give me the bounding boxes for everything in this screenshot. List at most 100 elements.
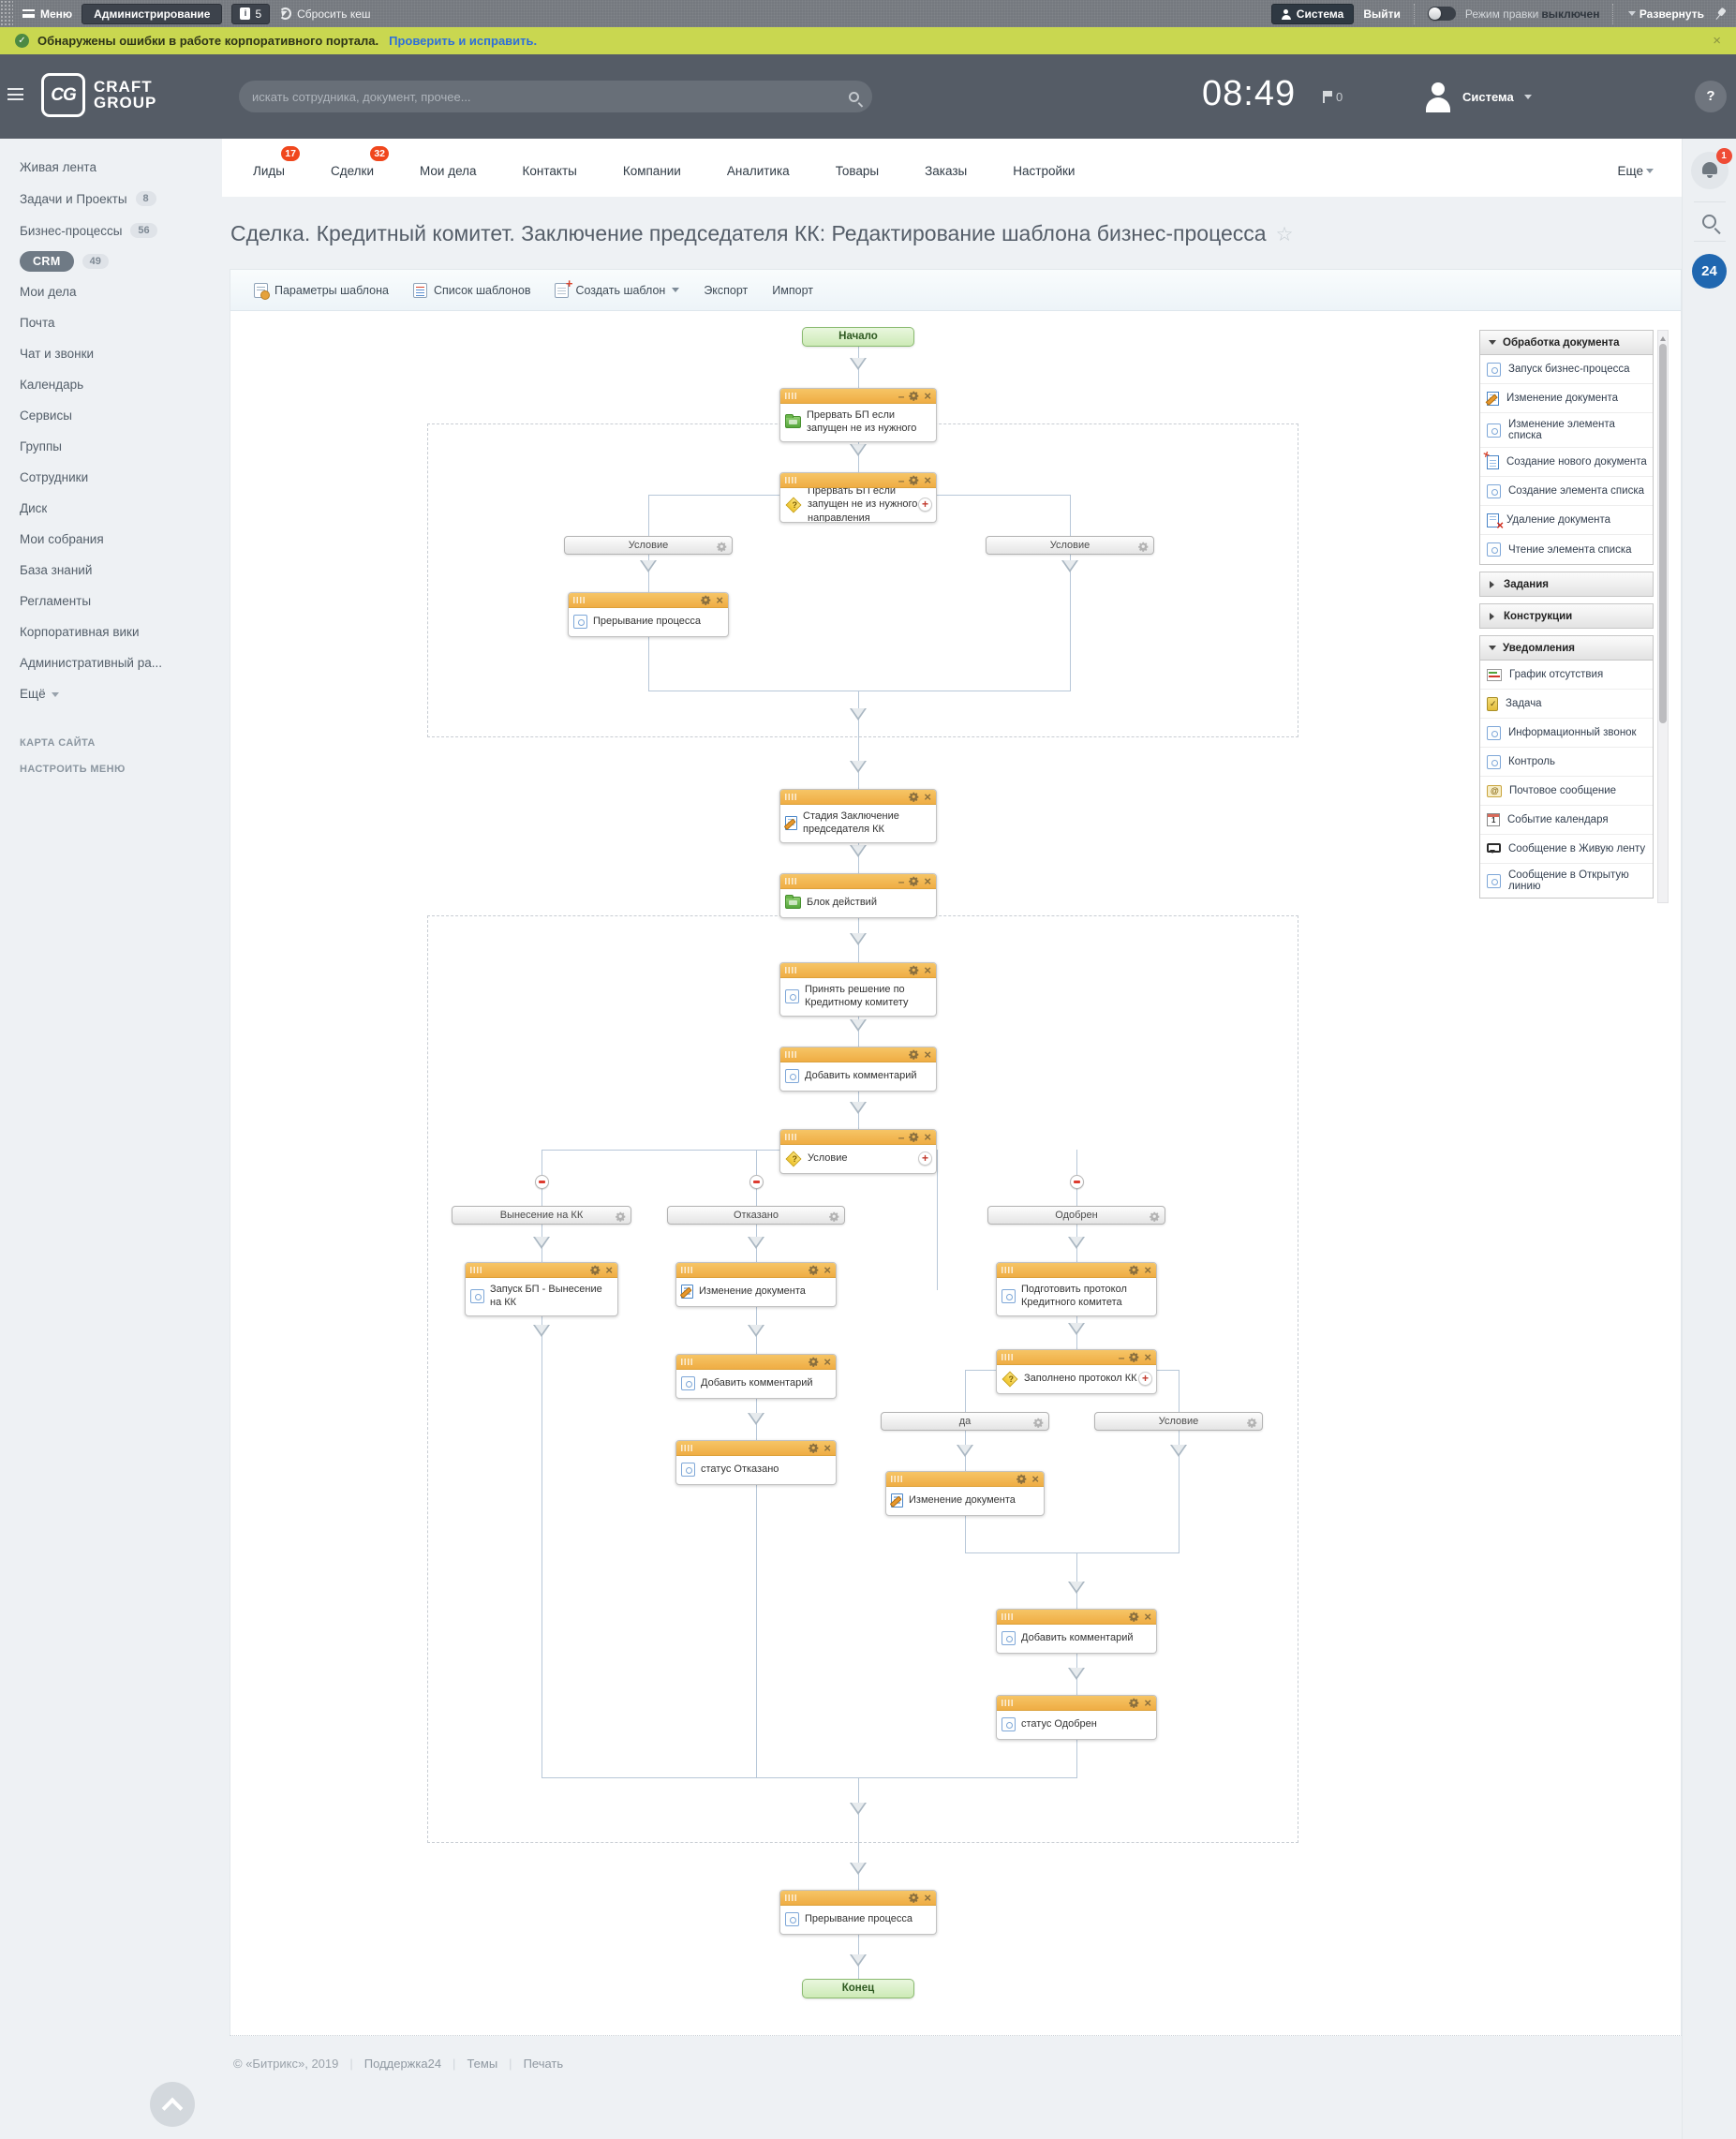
sidebar-item[interactable]: Корпоративная вики [20, 625, 140, 639]
close-icon[interactable]: × [924, 789, 931, 804]
drag-handle-icon[interactable] [785, 393, 798, 399]
drag-handle-icon[interactable] [681, 1445, 694, 1451]
flow-node-interrupt-if-wrong[interactable]: –×Прервать БП если запущен не из нужного [779, 388, 937, 442]
gear-icon[interactable] [616, 1210, 626, 1226]
flow-node-make-decision[interactable]: ×Принять решение по Кредитному комитету [779, 962, 937, 1017]
close-icon[interactable]: × [924, 873, 931, 888]
print-link[interactable]: Печать [523, 2057, 564, 2071]
close-icon[interactable]: × [924, 472, 931, 487]
toolbar-button[interactable]: Экспорт [704, 283, 749, 297]
scrollbar-thumb[interactable] [1659, 344, 1667, 723]
gear-icon[interactable] [1150, 1210, 1160, 1226]
drag-handle-icon[interactable] [785, 477, 798, 483]
pin-icon[interactable] [1711, 5, 1729, 23]
drag-handle-icon[interactable] [681, 1359, 694, 1365]
search-input[interactable] [252, 89, 849, 104]
drag-handle-icon[interactable] [891, 1476, 904, 1482]
close-icon[interactable]: × [924, 1890, 931, 1905]
flow-node-condition-main[interactable]: –×Условие+ [779, 1129, 937, 1174]
drag-handle-icon[interactable] [785, 878, 798, 884]
palette-scrollbar[interactable] [1657, 330, 1669, 903]
minimize-icon[interactable]: – [898, 1130, 905, 1144]
toolbar-button[interactable]: Список шаблонов [401, 277, 543, 304]
gear-icon[interactable] [909, 1132, 919, 1142]
tab[interactable]: Контакты [522, 163, 577, 178]
palette-item[interactable]: Создание элемента списка [1480, 477, 1653, 506]
tab[interactable]: Еще [1618, 158, 1654, 178]
flow-branch-condition-left[interactable]: Условие [564, 536, 733, 555]
gear-icon[interactable] [1016, 1474, 1027, 1484]
rail-search-icon[interactable] [1702, 215, 1716, 229]
close-icon[interactable]: × [1031, 1471, 1039, 1486]
flow-node-terminate-final[interactable]: ×Прерывание процесса [779, 1890, 937, 1935]
drag-handle-icon[interactable] [785, 1134, 798, 1140]
user-menu[interactable]: Система [1422, 81, 1532, 112]
system-user-button[interactable]: Система [1270, 3, 1355, 24]
minimize-icon[interactable]: – [898, 473, 905, 487]
palette-item[interactable]: Чтение элемента списка [1480, 535, 1653, 564]
tab[interactable]: Настройки [1013, 163, 1076, 178]
alert-close-icon[interactable]: × [1713, 33, 1721, 49]
close-icon[interactable]: × [924, 1047, 931, 1062]
flow-branch-condition-2[interactable]: Условие [1094, 1412, 1263, 1431]
sidebar-item[interactable]: Диск [20, 501, 48, 515]
favorite-star-icon[interactable]: ☆ [1275, 224, 1294, 245]
flow-node-stage-conclusion[interactable]: ×Стадия Заключение председателя КК [779, 789, 937, 843]
palette-item[interactable]: Запуск бизнес-процесса [1480, 355, 1653, 384]
close-icon[interactable]: × [823, 1440, 831, 1455]
flag-counter[interactable]: 0 [1323, 90, 1343, 104]
sidebar-item[interactable]: Административный ра... [20, 656, 162, 670]
flow-branch-odobren[interactable]: Одобрен [987, 1206, 1165, 1225]
gear-icon[interactable] [590, 1265, 601, 1275]
drag-handle-icon[interactable] [785, 1051, 798, 1058]
flow-node-add-comment-2[interactable]: ×Добавить комментарий [675, 1354, 837, 1399]
palette-item[interactable]: Задача [1480, 690, 1653, 719]
flow-node-start-bp-vynesenie[interactable]: ×Запуск БП - Вынесение на КК [465, 1262, 618, 1316]
flow-branch-otkazano[interactable]: Отказано [667, 1206, 845, 1225]
flow-node-terminate-process[interactable]: ×Прерывание процесса [568, 592, 729, 637]
toolbar-button[interactable]: Импорт [772, 283, 813, 297]
admin-menu-button[interactable]: Меню [22, 7, 72, 21]
gear-icon[interactable] [1033, 1416, 1044, 1433]
sidebar-item[interactable]: Чат и звонки [20, 347, 95, 361]
minimize-icon[interactable]: – [1118, 1350, 1125, 1364]
gear-icon[interactable] [909, 792, 919, 802]
palette-item[interactable]: Информационный звонок [1480, 719, 1653, 748]
sidebar-item[interactable]: Сервисы [20, 408, 72, 423]
drag-handle-icon[interactable] [785, 967, 798, 973]
tab[interactable]: Лиды 17 [253, 145, 300, 178]
flow-branch-condition-right[interactable]: Условие [986, 536, 1154, 555]
sidebar-item[interactable]: Мои собрания [20, 532, 104, 546]
scroll-to-top-button[interactable] [150, 2082, 195, 2127]
flow-node-status-approved[interactable]: ×статус Одобрен [996, 1695, 1157, 1740]
palette-item[interactable]: Изменение элемента списка [1480, 413, 1653, 448]
drag-handle-icon[interactable] [785, 794, 798, 800]
sidebar-item[interactable]: База знаний [20, 563, 93, 577]
sidebar-item[interactable]: Мои дела [20, 285, 77, 299]
notifications-button[interactable]: 1 [1690, 148, 1732, 189]
administration-button[interactable]: Администрирование [82, 3, 223, 24]
collapse-branch-button[interactable] [535, 1175, 549, 1189]
tab[interactable]: Компании [622, 163, 681, 178]
gear-icon[interactable] [909, 1893, 919, 1903]
flow-node-prepare-protocol[interactable]: ×Подготовить протокол Кредитного комитет… [996, 1262, 1157, 1316]
flow-node-status-rejected[interactable]: ×статус Отказано [675, 1440, 837, 1485]
tab[interactable]: Заказы [925, 163, 968, 178]
sidebar-item[interactable]: Бизнес-процессы 56 [0, 215, 222, 246]
minimize-icon[interactable]: – [898, 389, 905, 403]
themes-link[interactable]: Темы [467, 2057, 498, 2071]
minimize-icon[interactable]: – [898, 874, 905, 888]
sitemap-link[interactable]: КАРТА САЙТА [20, 737, 96, 749]
palette-section-tasks[interactable]: Задания [1479, 572, 1654, 597]
close-icon[interactable]: × [823, 1262, 831, 1277]
flow-branch-da[interactable]: да [881, 1412, 1049, 1431]
close-icon[interactable]: × [605, 1262, 613, 1277]
gear-icon[interactable] [809, 1265, 819, 1275]
gear-icon[interactable] [701, 595, 711, 605]
drag-handle-icon[interactable] [470, 1267, 483, 1273]
gear-icon[interactable] [909, 1049, 919, 1060]
close-icon[interactable]: × [924, 1129, 931, 1144]
palette-item[interactable]: Сообщение в Открытую линию [1480, 864, 1653, 898]
gear-icon[interactable] [1138, 540, 1149, 557]
